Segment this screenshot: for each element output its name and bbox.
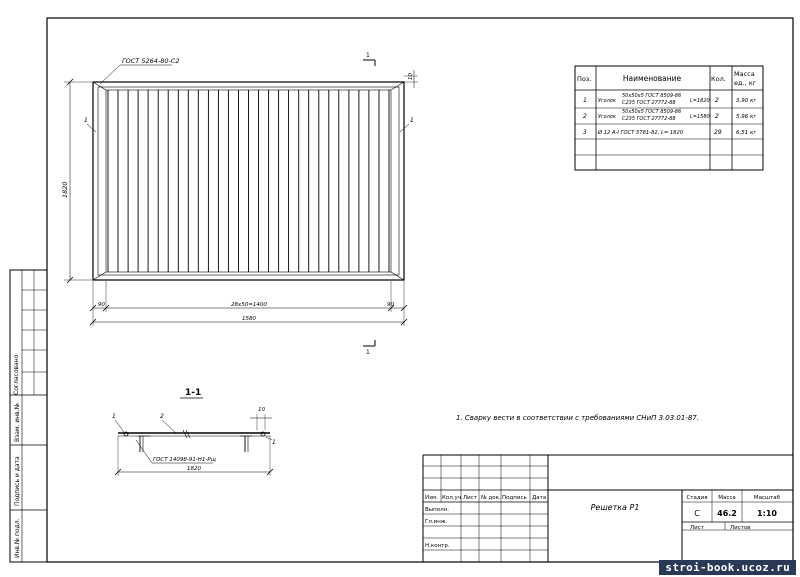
tb-col-izm: Изм. <box>425 495 438 501</box>
tb-sheet-label: Лист <box>690 525 705 531</box>
spec-row-length: L=1580 <box>690 114 710 120</box>
spec-row-prefix: Уголок <box>598 98 616 104</box>
pos-mark-left: 1 <box>84 117 88 124</box>
tb-stage-value: С <box>694 509 700 518</box>
spec-row-mass: 6,51 кг <box>736 130 756 136</box>
grating-plan <box>92 81 405 281</box>
spec-table <box>574 65 764 171</box>
tb-scale-value: 1:10 <box>757 509 777 518</box>
section-mark-1: 1 <box>112 413 116 420</box>
spec-row-qty: 2 <box>715 97 719 104</box>
tb-row-checked: Гл.инж. <box>425 519 448 525</box>
tb-stage-label: Стадия <box>686 495 707 501</box>
section-gost: ГОСТ 14098-91-Н1-Рщ <box>153 457 216 463</box>
dim-height: 1820 <box>61 181 69 198</box>
section-mark-top: 1 <box>366 52 370 59</box>
spec-row-pos: 1 <box>583 97 587 104</box>
tb-row-norm: Н.контр. <box>425 543 450 549</box>
spec-row-length: L=1820 <box>690 98 710 104</box>
spec-row-pos: 3 <box>583 129 587 136</box>
grating-bars <box>107 90 390 272</box>
spec-header-qty: Кол. <box>711 75 726 83</box>
tb-col-list: Лист <box>463 495 478 501</box>
left-inv-orig: Инв.№ подл. <box>14 518 21 558</box>
section-mark-bottom: 1 <box>366 349 370 356</box>
spec-row-line2: С235 ГОСТ 27772-88 <box>622 116 676 122</box>
left-inv-replace: Взам. инв.№ <box>14 403 21 442</box>
section-view <box>118 429 270 452</box>
tb-col-kol: Кол.уч. <box>442 495 463 501</box>
spec-row-mass: 3,90 кг <box>736 98 756 104</box>
spec-header-pos: Поз. <box>577 75 591 83</box>
left-sign-date: Подпись и дата <box>14 456 21 506</box>
dim-top-right: 10 <box>408 73 414 80</box>
gost-weld-label: ГОСТ 5264-80-С2 <box>122 57 180 65</box>
tb-row-executed: Выполн. <box>425 507 449 513</box>
spec-row-line1: 50х50х5 ГОСТ 8509-86 <box>622 109 681 115</box>
spec-row-mass: 5,96 кг <box>736 114 756 120</box>
spec-row-name: Ø 12 А-I ГОСТ 5781-82, L= 1820 <box>597 129 684 136</box>
tb-col-date: Дата <box>532 495 546 501</box>
spec-row-qty: 29 <box>714 129 722 136</box>
general-note: 1. Сварку вести в соответствии с требова… <box>456 414 699 422</box>
section-title: 1-1 <box>185 388 201 398</box>
left-agreed: Согласовано <box>13 354 20 395</box>
dim-total: 1580 <box>242 316 256 322</box>
spec-row-prefix: Уголок <box>598 114 616 120</box>
tb-mass-value: 46.2 <box>717 509 737 518</box>
dim-left-end: 90 <box>98 302 105 308</box>
pos-mark-right: 1 <box>410 117 414 124</box>
section-mark-2: 2 <box>160 413 164 420</box>
dim-span: 28х50=1400 <box>231 302 267 308</box>
tb-col-doc: № док. <box>481 495 501 501</box>
left-strip <box>9 269 48 563</box>
spec-row-pos: 2 <box>583 113 587 120</box>
spec-header-name: Наименование <box>623 74 682 83</box>
spec-row-qty: 2 <box>715 113 719 120</box>
dim-right-end: 90 <box>387 302 394 308</box>
tb-scale-label: Масштаб <box>754 495 781 501</box>
tb-mass-label: Масса <box>718 495 736 501</box>
spec-row-line1: 50х50х5 ГОСТ 8509-86 <box>622 93 681 99</box>
spec-row-line2: С235 ГОСТ 27772-88 <box>622 100 676 106</box>
tb-col-sign: Подпись <box>502 495 527 501</box>
section-mark-1-right: 1 <box>272 439 276 446</box>
section-dim-10: 10 <box>258 407 265 413</box>
site-watermark[interactable]: stroi-book.ucoz.ru <box>659 560 796 575</box>
title-block <box>422 454 793 562</box>
section-length: 1820 <box>187 466 201 472</box>
tb-sheets-label: Листов <box>730 525 751 531</box>
tb-title: Решетка Р1 <box>591 503 640 512</box>
sheet-border <box>46 17 794 563</box>
